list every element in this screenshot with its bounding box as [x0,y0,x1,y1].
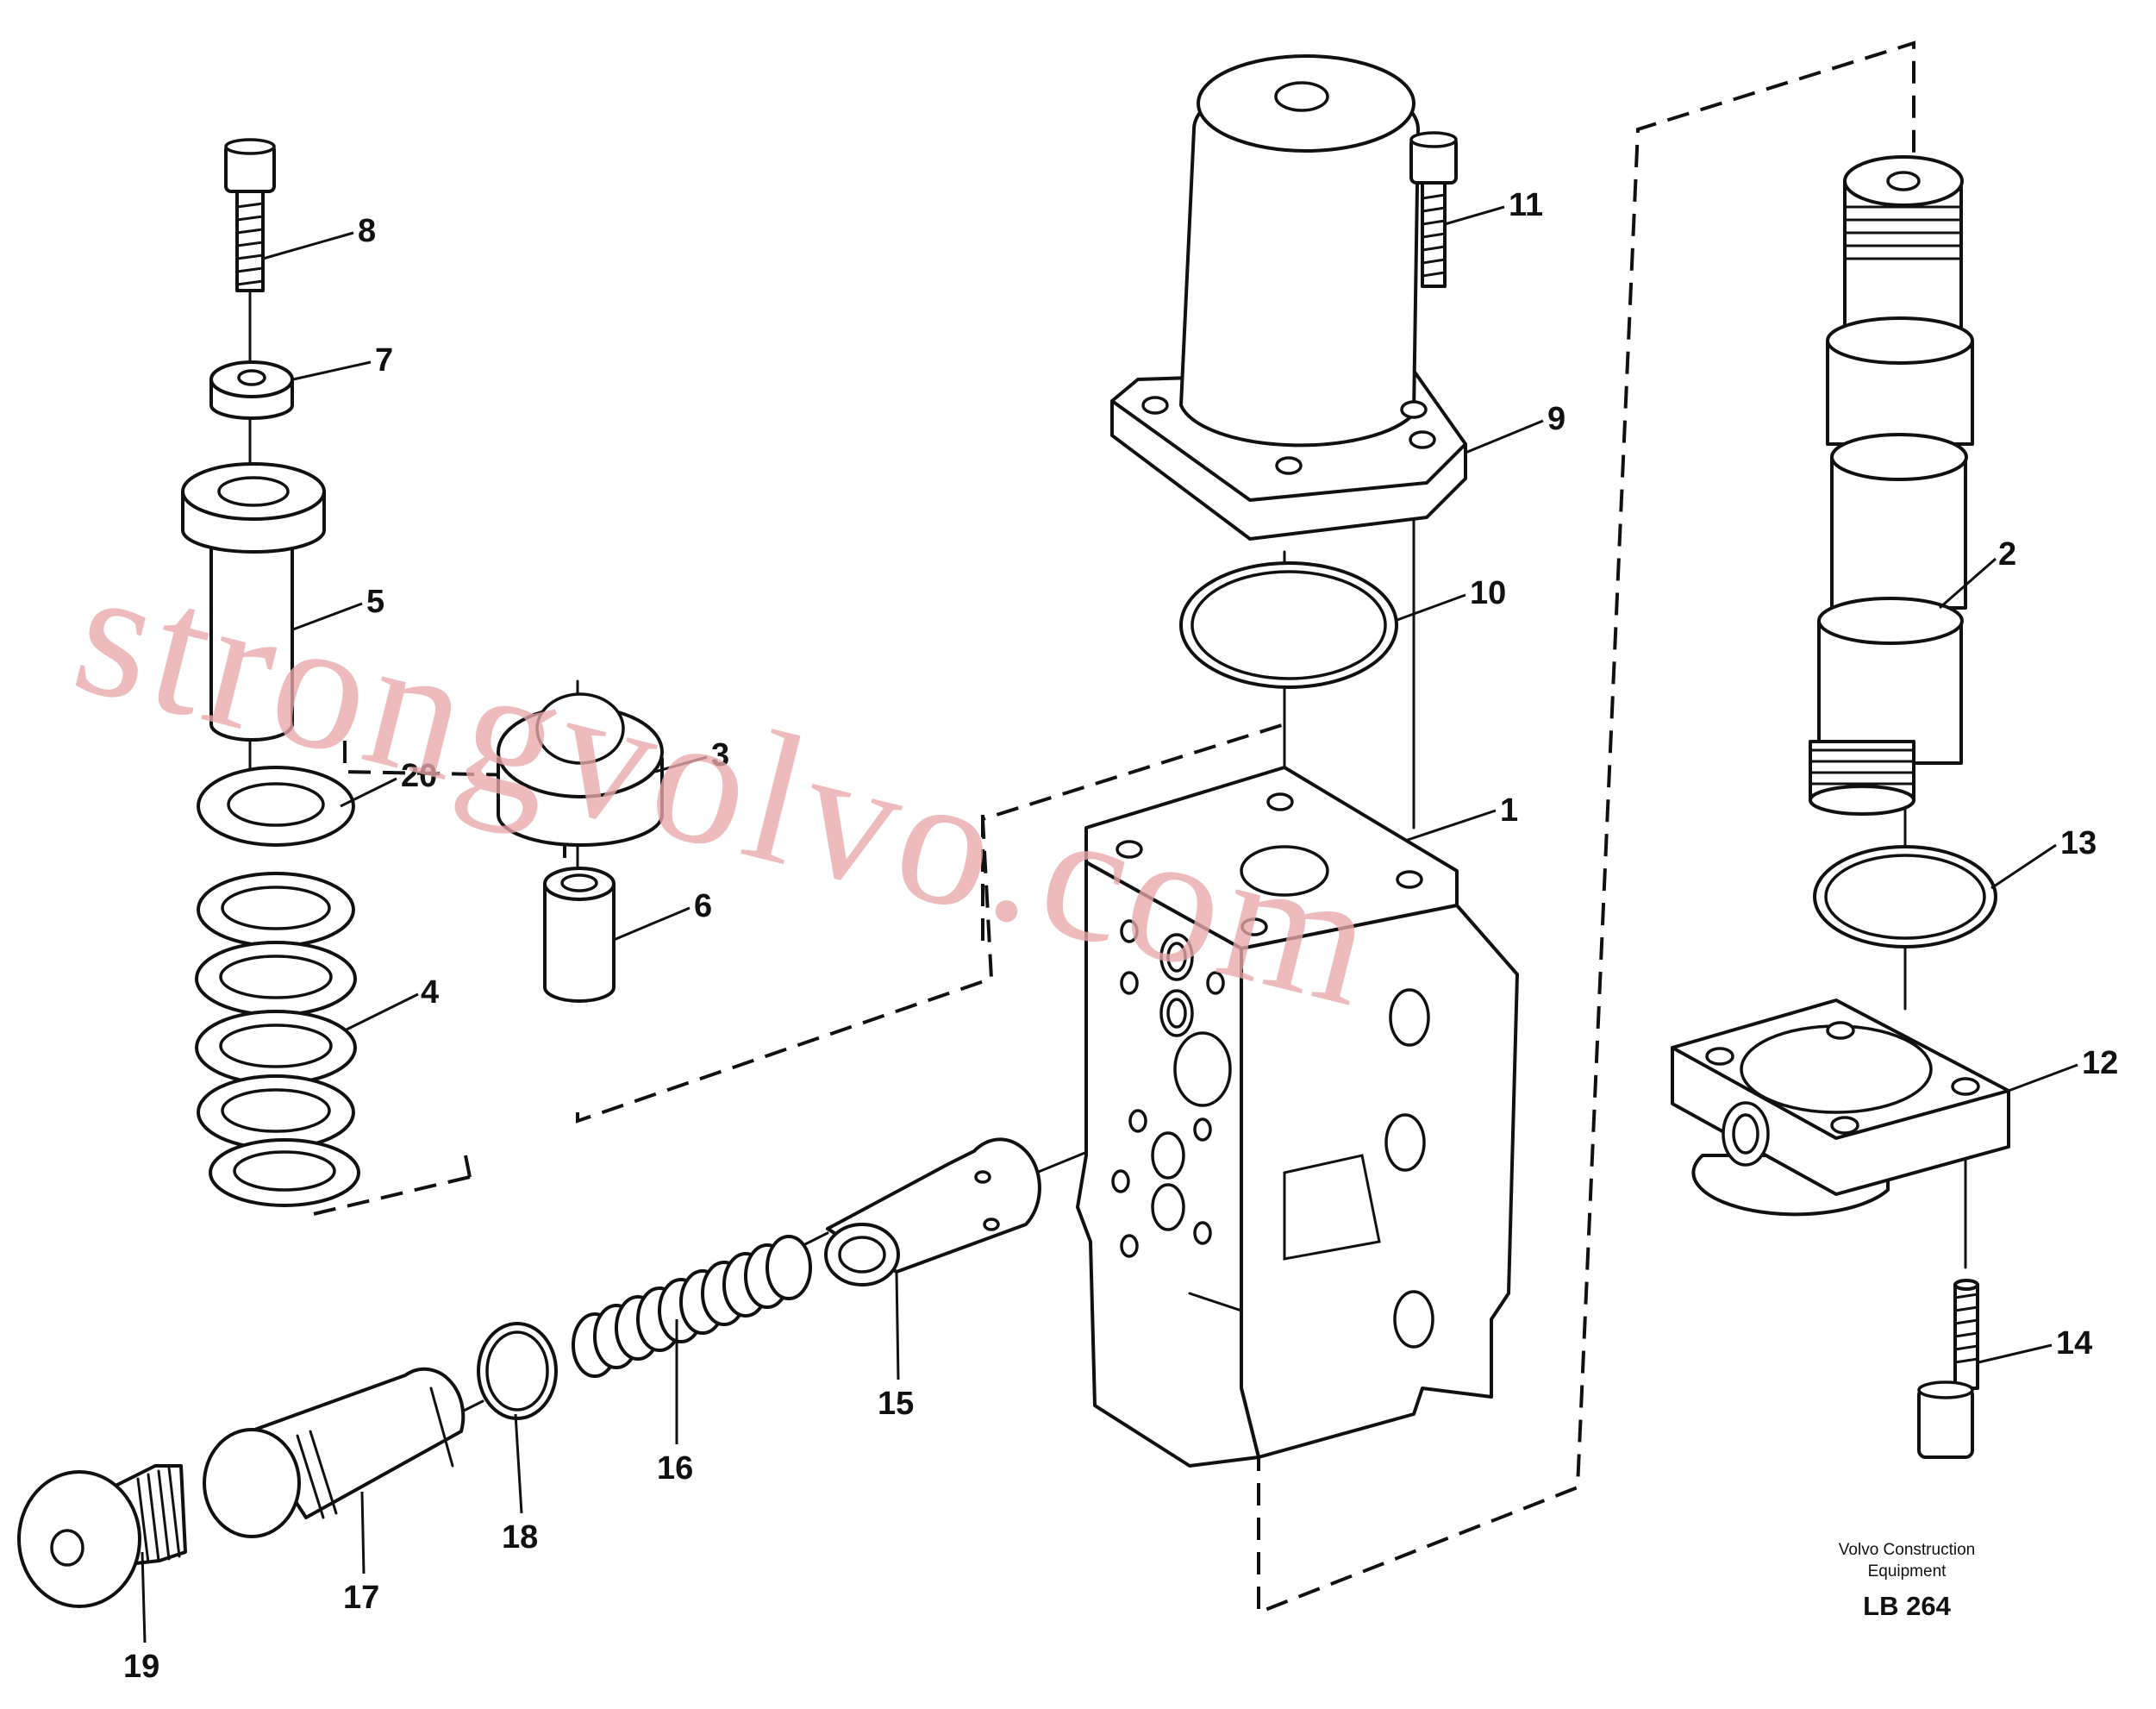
part-5-sleeve [181,462,326,742]
part-3-bushing [497,692,664,847]
callout-3: 3 [711,737,729,773]
callout-7: 7 [375,342,393,379]
callout-20: 20 [401,758,437,794]
callout-6: 6 [694,888,712,924]
part-7-washer [209,360,294,420]
brand-line-2: Equipment [1868,1562,1947,1581]
callout-19: 19 [123,1649,159,1685]
callout-14: 14 [2056,1325,2092,1362]
callout-13: 13 [2060,825,2097,861]
callout-11: 11 [1509,187,1543,223]
callout-4: 4 [421,974,439,1011]
callout-10: 10 [1470,575,1506,611]
part-15-piston [824,1137,1041,1286]
part-2-spool [1809,155,1974,816]
part-8-cap-screw [224,138,276,292]
brand-line-1: Volvo Construction [1839,1541,1975,1559]
part-18-o-ring [477,1322,558,1420]
assembly-guide-lines [305,41,1915,1615]
callout-12: 12 [2082,1045,2118,1081]
part-16-spring [572,1235,812,1378]
part-14-cap-screw [1917,1279,1979,1459]
part-9-cover [1110,54,1467,541]
part-20-washer [197,766,355,847]
callout-18: 18 [502,1519,538,1556]
part-4-spring [195,872,360,1207]
callout-2: 2 [1998,536,2016,573]
callout-15: 15 [878,1386,914,1422]
part-12-flange [1671,998,2010,1217]
callout-9: 9 [1547,401,1565,437]
part-6-pin [543,867,616,1003]
part-17-plunger [203,1367,466,1538]
manufacturer-block: Volvo Construction Equipment LB 264 [1839,1541,1975,1621]
callout-17: 17 [343,1580,379,1616]
drawing-reference: LB 264 [1863,1591,1951,1621]
part-13-o-ring [1813,845,1997,948]
part-1-valve-housing [1076,766,1519,1468]
callout-8: 8 [358,213,376,249]
callout-labels: 1 2 3 4 5 6 7 8 9 10 11 12 13 14 15 16 1… [123,187,2118,1685]
callout-leaders [141,205,2078,1643]
callout-1: 1 [1500,792,1518,829]
callout-16: 16 [657,1450,693,1487]
part-11-cap-screw [1409,131,1458,288]
part-19-plug [17,1464,187,1608]
callout-5: 5 [366,584,384,620]
part-10-o-ring [1179,561,1398,689]
